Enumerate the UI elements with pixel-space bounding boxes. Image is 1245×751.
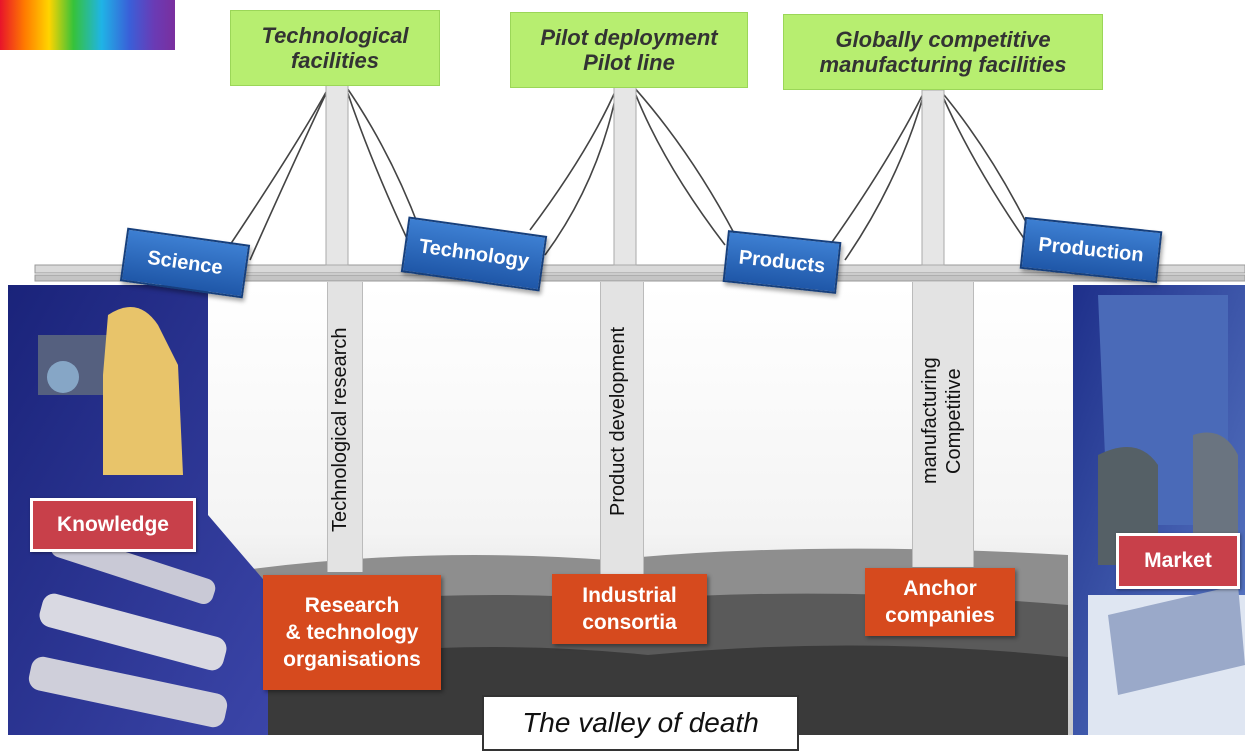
- tower-label-technological: Technological facilities: [230, 10, 440, 86]
- base-consortia-line1: Industrial: [582, 584, 677, 607]
- pillar-text-line1: Competitive: [943, 368, 965, 474]
- pillar-text-line2: manufacturing: [919, 357, 941, 485]
- tower-label-globally: Globally competitive manufacturing facil…: [783, 14, 1103, 90]
- pillar-manufacturing: [912, 282, 974, 567]
- tower-label-line2: facilities: [290, 48, 380, 73]
- valley-caption: The valley of death: [482, 695, 799, 751]
- base-rto: Research & technology organisations: [263, 575, 441, 690]
- tower-label-line1: Technological: [261, 23, 409, 48]
- pillar-text-research: Technological research: [329, 327, 351, 533]
- pillar-research: [327, 282, 363, 572]
- pillar-text-manufacturing: Competitive manufacturing: [912, 336, 972, 506]
- pillar-text-development: Product development: [607, 326, 629, 516]
- tower-label-line2: manufacturing facilities: [819, 52, 1067, 77]
- base-rto-line1: Research: [304, 594, 400, 617]
- label-knowledge: Knowledge: [30, 498, 196, 552]
- tower-label-line1: Pilot deployment: [540, 25, 718, 50]
- tower-label-pilot: Pilot deployment Pilot line: [510, 12, 748, 88]
- bridge-structure: [0, 80, 1245, 295]
- rainbow-logo: [0, 0, 175, 50]
- tower-label-line2: Pilot line: [583, 50, 675, 75]
- base-consortia: Industrial consortia: [552, 574, 707, 644]
- base-anchor-line1: Anchor: [903, 577, 977, 600]
- label-market: Market: [1116, 533, 1240, 589]
- pillar-development: [600, 282, 644, 580]
- base-anchor: Anchor companies: [865, 568, 1015, 636]
- base-anchor-line2: companies: [885, 604, 995, 627]
- base-rto-line2: & technology: [285, 621, 419, 644]
- base-rto-line3: organisations: [283, 648, 421, 671]
- base-consortia-line2: consortia: [582, 611, 677, 634]
- tower-label-line1: Globally competitive: [835, 27, 1051, 52]
